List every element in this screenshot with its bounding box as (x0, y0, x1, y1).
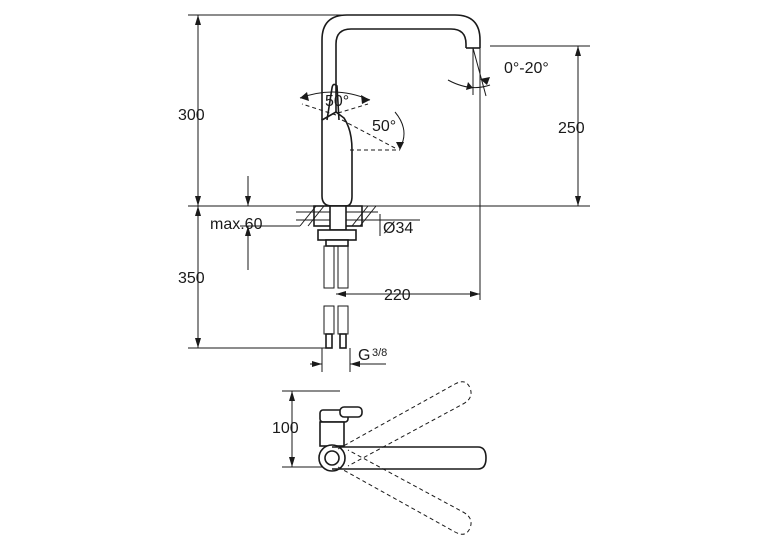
lever-up-angle-label: 50° (325, 93, 349, 110)
faucet-body (321, 111, 353, 207)
rotation-label: 0°-20° (504, 60, 549, 77)
dimension-220: 220 (336, 48, 481, 304)
dim-300-label: 300 (178, 107, 205, 124)
plan-view: 100 (272, 381, 487, 535)
thread-fraction-label: 3/8 (372, 347, 387, 359)
diameter-34-label: Ø34 (383, 220, 413, 237)
max-60-label: max.60 (210, 216, 263, 233)
dim-220-label: 220 (384, 287, 411, 304)
dimension-250: 250 (490, 45, 590, 206)
dim-250-label: 250 (558, 120, 585, 137)
dim-100-label: 100 (272, 420, 299, 437)
dimension-300: 300 (178, 14, 345, 206)
lever: 50° 50° (299, 83, 405, 151)
connection-thread-annotation: G 3/8 (310, 347, 387, 372)
dim-350-label: 350 (178, 270, 205, 287)
dimension-max-60: max.60 (210, 176, 300, 270)
thread-label: G (358, 347, 370, 364)
supply-hoses (323, 245, 349, 349)
spout (321, 14, 481, 120)
mounting-assembly (296, 205, 378, 247)
dimension-350: 350 (178, 206, 330, 349)
spout-rotation-annotation: 0°-20° (447, 47, 549, 97)
lever-side-angle-label: 50° (372, 118, 396, 135)
dimension-diameter-34: Ø34 (362, 214, 420, 237)
